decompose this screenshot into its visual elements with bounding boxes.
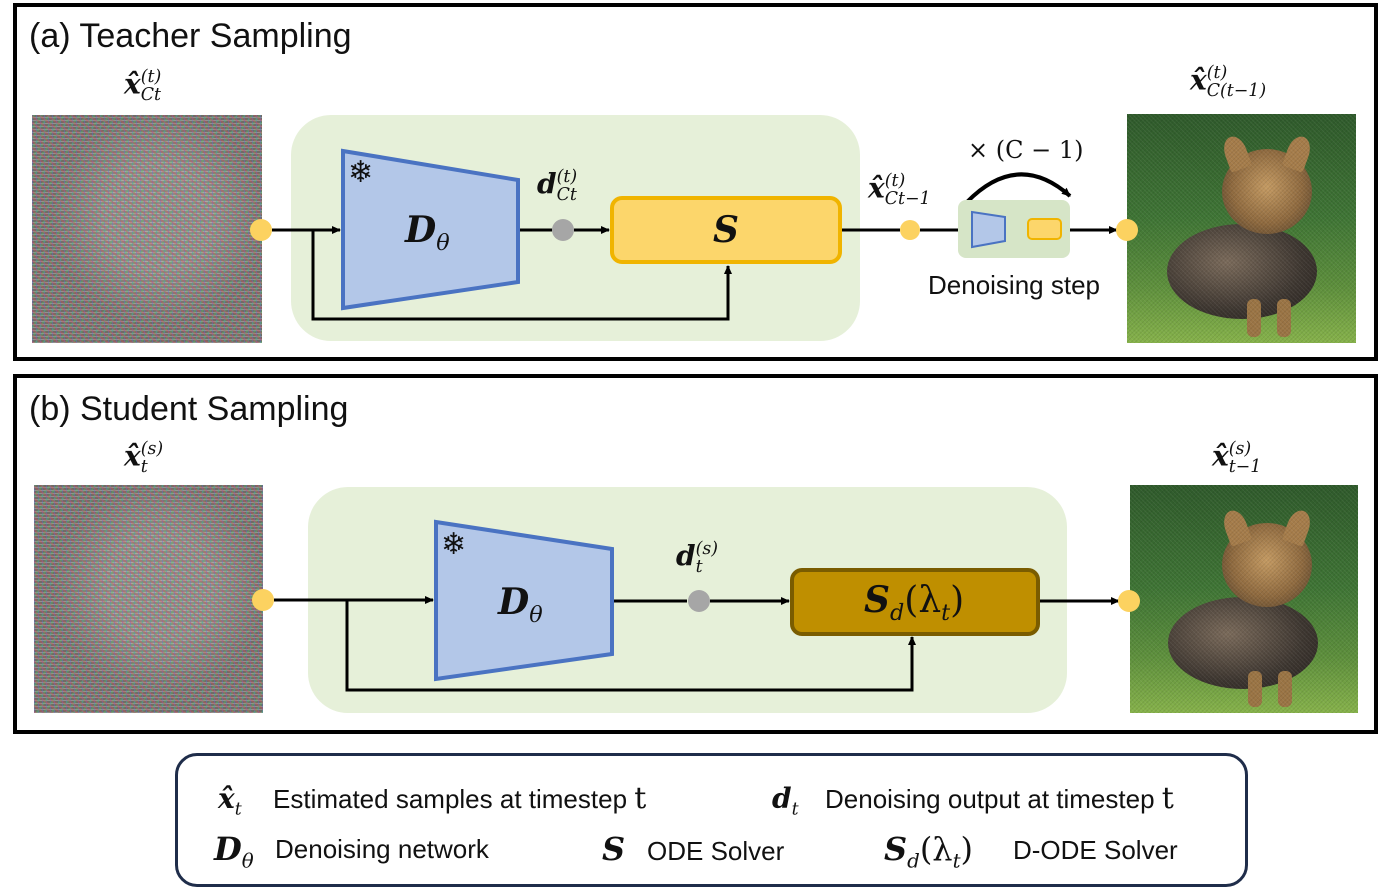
student-denoising-network xyxy=(434,519,614,682)
teacher-mid-node xyxy=(900,220,920,240)
legend-text-dode-solver: D-ODE Solver xyxy=(1013,835,1178,865)
student-denoise-node xyxy=(688,590,710,612)
legend-text-denoising-output: Denoising output at timestep t xyxy=(825,781,1174,816)
student-denoise-output-label: d(s)t xyxy=(676,539,719,578)
teacher-output-node xyxy=(1116,219,1138,241)
legend-symbol-denoising-network: Dθ xyxy=(214,830,254,873)
denoising-step-solver-icon xyxy=(1027,218,1062,240)
teacher-ode-solver-box xyxy=(610,196,842,264)
teacher-output-dog-image xyxy=(1127,114,1356,343)
teacher-noisy-input-image xyxy=(32,115,262,343)
legend-symbol-estimated-samples: x̂t xyxy=(218,782,242,820)
teacher-flow-arrows xyxy=(272,172,1118,321)
teacher-mid-sample-label: x̂(t)Ct−1 xyxy=(868,171,931,210)
teacher-denoise-node xyxy=(552,219,574,241)
teacher-output-label: x̂(t)C(t−1) xyxy=(1190,63,1267,102)
legend-symbol-ode-solver: S xyxy=(602,830,626,868)
repeat-count-label: × (C − 1) xyxy=(968,136,1084,164)
panel-a-title: (a) Teacher Sampling xyxy=(29,17,352,55)
legend-text-ode-solver: ODE Solver xyxy=(647,836,785,866)
student-output-dog-image xyxy=(1130,485,1358,713)
denoising-step-caption: Denoising step xyxy=(928,270,1100,300)
student-input-label: x̂(s)t xyxy=(124,439,164,478)
panel-b-title: (b) Student Sampling xyxy=(29,390,349,428)
student-flow-arrows xyxy=(274,596,1120,692)
student-dode-solver-box xyxy=(790,568,1040,636)
denoising-step-network-icon xyxy=(971,210,1006,249)
student-output-label: x̂(s)t−1 xyxy=(1212,439,1262,478)
student-input-node xyxy=(252,589,274,611)
teacher-solver-label: S xyxy=(713,209,739,251)
teacher-network-label: Dθ xyxy=(405,209,450,257)
student-solver-label: Sd(λt) xyxy=(864,579,965,627)
snowflake-icon: ❄ xyxy=(441,527,467,562)
legend-text-denoising-network: Denoising network xyxy=(275,834,489,864)
teacher-denoising-network xyxy=(341,148,520,311)
snowflake-icon: ❄ xyxy=(348,155,374,190)
teacher-input-label: x̂(t)Ct xyxy=(124,67,162,106)
legend-text-estimated-samples: Estimated samples at timestep t xyxy=(273,781,647,816)
legend-symbol-dode-solver: Sd(λt) xyxy=(884,830,974,873)
legend-symbol-denoising-output: dt xyxy=(772,782,799,820)
student-noisy-input-image xyxy=(34,485,263,713)
student-network-label: Dθ xyxy=(498,581,543,629)
teacher-input-node xyxy=(250,219,272,241)
teacher-denoise-output-label: d(t)Ct xyxy=(537,167,578,206)
legend-box xyxy=(175,753,1248,887)
student-output-node xyxy=(1118,590,1140,612)
